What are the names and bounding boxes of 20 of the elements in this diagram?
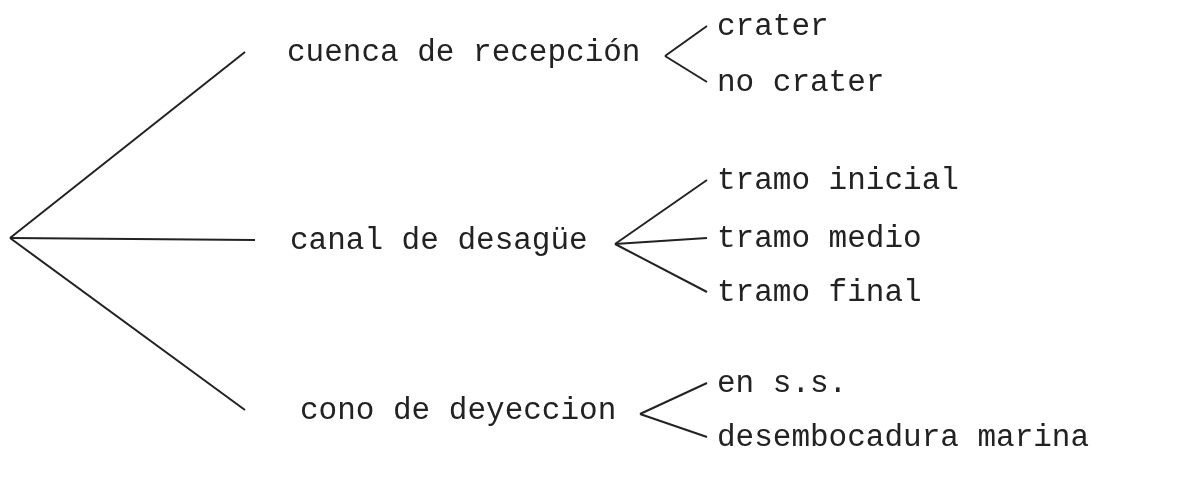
branch-label: crater — [717, 10, 829, 42]
branch-label: canal de desagüe — [290, 224, 588, 256]
branch-label: en s.s. — [717, 367, 848, 399]
connector-line — [614, 243, 708, 293]
branch-label: desembocadura marina — [717, 421, 1090, 453]
connector-line — [614, 179, 708, 245]
connector-line — [664, 55, 708, 83]
connector-line — [9, 237, 246, 411]
branch-label: cono de deyeccion — [300, 394, 617, 426]
connector-line — [9, 237, 256, 241]
branch-label: tramo final — [717, 276, 922, 308]
branch-label: tramo medio — [717, 222, 922, 254]
branch-label: no crater — [717, 66, 885, 98]
connector-line — [664, 25, 708, 57]
connector-line — [614, 237, 708, 245]
branch-label: tramo inicial — [717, 164, 959, 196]
branch-label: cuenca de recepción — [287, 36, 641, 68]
connector-line — [9, 51, 246, 239]
connector-line — [639, 413, 708, 438]
connector-line — [639, 382, 708, 415]
